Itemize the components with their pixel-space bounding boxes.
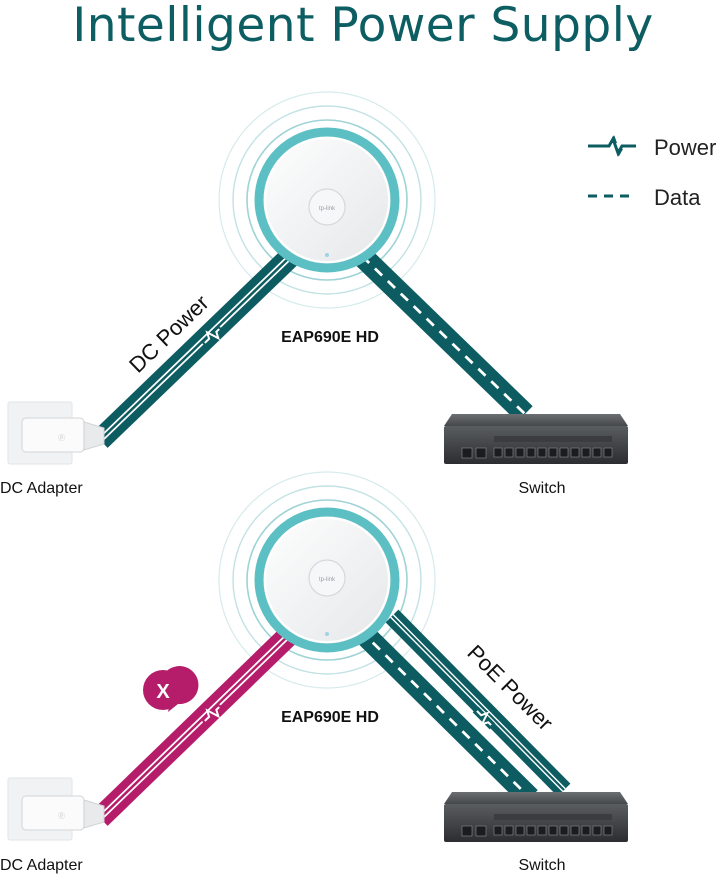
wifi-signal-icon — [218, 91, 436, 309]
switch-label: Switch — [518, 857, 565, 874]
fail-badge-icon: X — [143, 666, 199, 712]
legend: Power Data — [588, 135, 716, 210]
switch-label: Switch — [518, 480, 565, 497]
svg-text:ⓟ: ⓟ — [58, 812, 65, 820]
legend-data-label: Data — [654, 185, 701, 210]
dc-adapter-icon: ⓟ — [7, 401, 105, 465]
top-scenario: DC Power tp-link EAP690E HD ⓟ DC Adapter — [0, 91, 628, 497]
adapter-label: DC Adapter — [0, 857, 83, 874]
device-logo-text: tp-link — [319, 206, 336, 212]
power-zigzag-icon — [200, 324, 224, 348]
device-logo-text: tp-link — [319, 577, 336, 583]
access-point: tp-link — [254, 127, 400, 273]
bottom-scenario: X PoE Power tp-link EAP690E HD — [0, 471, 628, 874]
adapter-label: DC Adapter — [0, 480, 83, 497]
power-legend-icon — [588, 135, 636, 157]
access-point: tp-link — [254, 507, 400, 653]
led-indicator-icon — [325, 632, 329, 636]
device-label: EAP690E HD — [281, 709, 379, 726]
page-title: Intelligent Power Supply — [72, 0, 654, 53]
switch-icon — [444, 792, 628, 842]
switch-icon — [444, 414, 628, 464]
power-zigzag-icon — [200, 702, 224, 726]
tp-link-logo-icon — [308, 559, 346, 597]
dc-adapter-icon: ⓟ — [7, 777, 105, 841]
data-cable — [354, 248, 533, 422]
device-label: EAP690E HD — [281, 329, 379, 346]
wifi-signal-icon — [218, 471, 436, 689]
fail-mark: X — [156, 681, 170, 703]
poe-power-cable — [352, 609, 571, 806]
led-indicator-icon — [325, 253, 329, 257]
power-zigzag-icon — [472, 706, 496, 730]
svg-text:ⓟ: ⓟ — [58, 434, 65, 442]
poe-power-label: PoE Power — [462, 640, 558, 736]
legend-power-label: Power — [654, 135, 716, 160]
dc-power-cable-failed — [92, 626, 298, 826]
dc-power-cable — [92, 247, 300, 448]
tp-link-logo-icon — [308, 188, 346, 226]
